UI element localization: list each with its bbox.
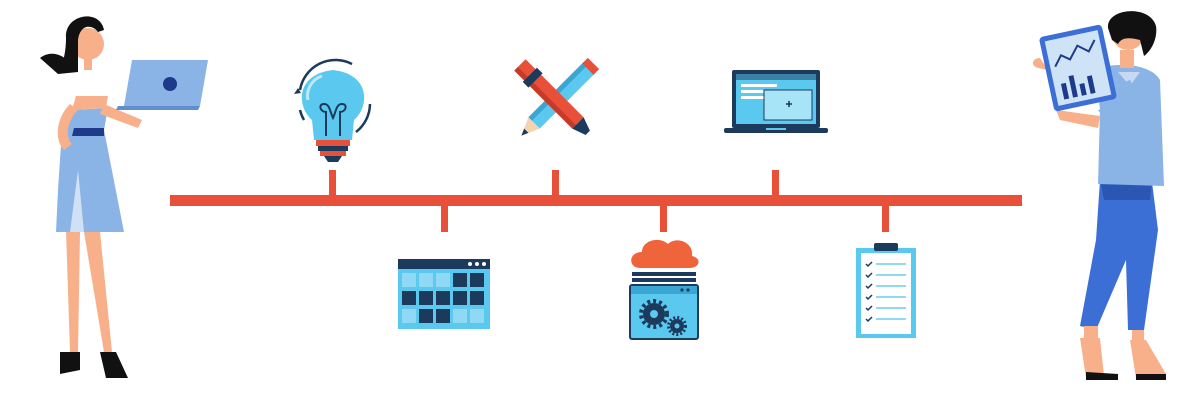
calendar-cell [436, 309, 450, 323]
timeline [170, 170, 1022, 232]
woman-with-laptop-illustration [40, 16, 208, 378]
check-icon [865, 316, 873, 323]
calendar-icon [398, 259, 490, 329]
checklist-line [876, 296, 906, 298]
timeline-bar [170, 195, 1022, 206]
checklist-line [876, 274, 906, 276]
clipboard-checklist-icon [856, 243, 916, 338]
check-icon [865, 272, 873, 279]
calendar-cell [436, 273, 450, 287]
calendar-cell [402, 291, 416, 305]
calendar-cell [453, 273, 467, 287]
calendar-cell [453, 291, 467, 305]
lightbulb-icon [294, 58, 372, 162]
check-icon [865, 283, 873, 290]
timeline-tick [441, 204, 448, 232]
calendar-cell [470, 291, 484, 305]
calendar-cell [419, 291, 433, 305]
man-with-tablet-illustration [1032, 11, 1166, 380]
checklist-line [876, 318, 906, 320]
gear-icon [667, 316, 687, 336]
checklist-line [876, 307, 906, 309]
calendar-cell [470, 273, 484, 287]
pencil-pen-cross-icon [514, 57, 600, 138]
timeline-tick [772, 170, 779, 197]
check-icon [865, 305, 873, 312]
calendar-cell [436, 291, 450, 305]
check-icon [865, 261, 873, 268]
calendar-cell [470, 309, 484, 323]
checklist-line [876, 285, 906, 287]
check-icon [865, 294, 873, 301]
calendar-cell [402, 309, 416, 323]
calendar-cell [419, 309, 433, 323]
calendar-cell [402, 273, 416, 287]
calendar-cell [453, 309, 467, 323]
gear-icon [639, 299, 669, 329]
cloud-settings-icon [629, 239, 699, 340]
checklist-line [876, 263, 906, 265]
calendar-cell [419, 273, 433, 287]
timeline-tick [660, 204, 667, 232]
timeline-tick [552, 170, 559, 197]
timeline-tick [329, 170, 336, 197]
timeline-tick [882, 204, 889, 232]
laptop-icon [724, 70, 828, 133]
